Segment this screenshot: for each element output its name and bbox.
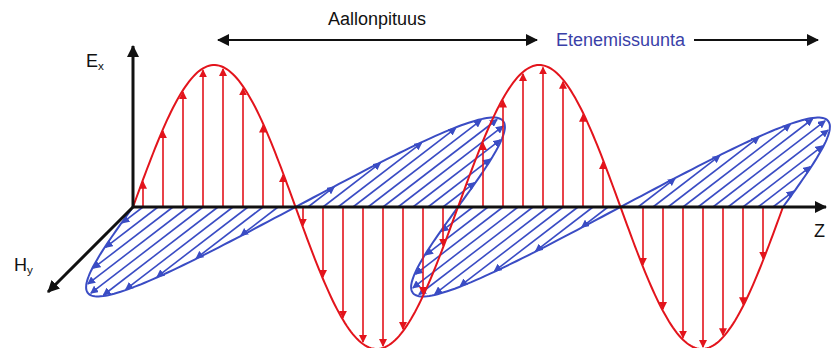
e-vector — [142, 182, 144, 207]
e-vector — [282, 175, 284, 207]
e-vector — [542, 67, 544, 207]
e-vector — [342, 207, 344, 318]
e-vector — [382, 207, 384, 346]
e-vector — [602, 162, 604, 207]
h-vector — [638, 179, 675, 207]
e-vector — [522, 74, 524, 207]
axis-label: Hy — [14, 256, 33, 276]
magnetic-field — [86, 118, 830, 297]
e-vector — [662, 207, 664, 309]
e-vector — [642, 207, 644, 265]
e-vector — [582, 115, 584, 207]
e-vector — [502, 101, 504, 208]
e-vector — [482, 143, 484, 207]
h-vector — [435, 207, 548, 294]
wavelength-label: Aallonpituus — [328, 10, 426, 28]
h-vector — [413, 140, 500, 207]
h-vector — [728, 130, 828, 207]
h-vector — [428, 159, 490, 207]
direction-label: Etenemissuunta — [556, 31, 685, 49]
e-vector — [362, 207, 364, 342]
e-vector — [722, 207, 724, 335]
h-vector — [308, 187, 334, 207]
e-vector — [702, 207, 704, 347]
h-vector — [698, 119, 813, 207]
h-vector — [713, 121, 825, 207]
e-vector — [322, 207, 324, 277]
e-vector — [442, 207, 444, 246]
e-vector — [302, 207, 304, 226]
h-vector — [323, 163, 380, 207]
e-vector — [222, 69, 224, 207]
h-vector — [93, 207, 173, 268]
h-vector — [241, 207, 278, 235]
h-vector — [368, 120, 481, 207]
e-vector — [682, 207, 684, 338]
e-vector — [742, 207, 744, 304]
h-vector — [383, 120, 497, 208]
h-vector — [419, 207, 533, 295]
e-vector — [422, 207, 424, 294]
h-vector — [743, 146, 823, 207]
e-axis — [132, 46, 135, 207]
h-vector — [668, 137, 759, 207]
e-vector — [182, 92, 184, 207]
e-vector — [262, 126, 264, 208]
axis-label: Ex — [86, 52, 104, 72]
h-vector — [91, 207, 203, 293]
h-vector — [196, 207, 263, 258]
h-vector — [426, 207, 488, 255]
e-vector — [402, 207, 404, 329]
e-vector — [242, 88, 244, 207]
e-vector — [162, 131, 164, 207]
h-axis — [48, 207, 133, 292]
h-vector — [88, 207, 188, 284]
e-vector — [202, 70, 204, 207]
h-vector — [536, 207, 593, 251]
direction-arrow — [694, 39, 818, 41]
h-vector — [157, 207, 248, 277]
wavelength-arrow — [218, 39, 537, 41]
e-vector — [762, 207, 764, 259]
h-vector — [773, 191, 794, 207]
z-axis — [133, 206, 826, 209]
h-vector — [582, 207, 608, 227]
h-vector — [758, 167, 811, 207]
h-wave — [86, 118, 830, 297]
e-vector — [562, 82, 564, 207]
h-vector — [653, 156, 720, 207]
axis-label: Z — [814, 222, 825, 240]
h-vector — [494, 207, 578, 271]
